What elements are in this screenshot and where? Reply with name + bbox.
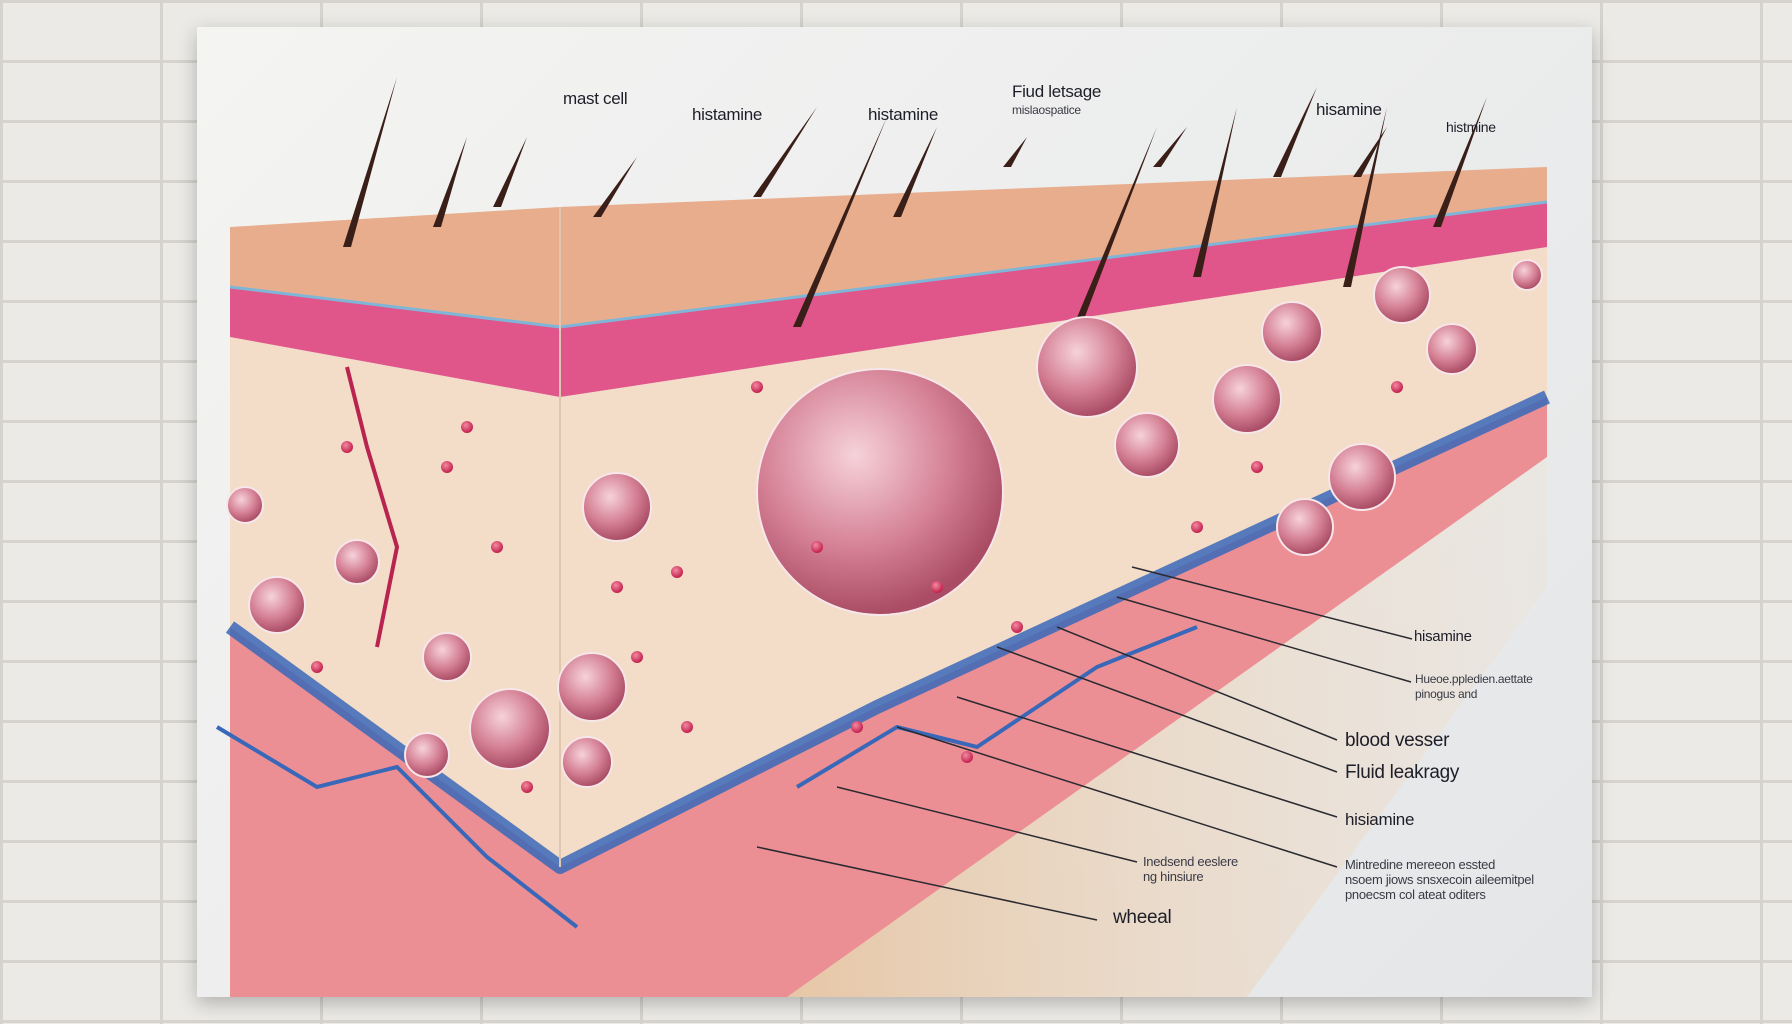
mast-cell-icon xyxy=(422,632,472,682)
hair-icon xyxy=(343,77,397,247)
red-blood-cell-icon xyxy=(671,566,683,578)
mast-cell-icon xyxy=(226,486,264,524)
hair-icon xyxy=(1193,107,1237,277)
label-histamine: histamine xyxy=(692,105,763,124)
red-blood-cell-icon xyxy=(521,781,533,793)
leader-line xyxy=(836,786,1138,863)
mast-cell-icon xyxy=(1036,316,1138,418)
red-blood-cell-icon xyxy=(461,421,473,433)
red-blood-cell-icon xyxy=(611,581,623,593)
mast-cell-icon xyxy=(561,736,613,788)
mast-cell-icon xyxy=(1426,323,1478,375)
red-blood-cell-icon xyxy=(1391,381,1403,393)
note-line: Mintredine mereeon essted xyxy=(1345,857,1496,872)
mast-cell-icon xyxy=(557,652,627,722)
red-vessel xyxy=(345,366,400,648)
hair-icon xyxy=(893,127,937,217)
mast-cell-icon xyxy=(1511,259,1543,291)
red-blood-cell-icon xyxy=(751,381,763,393)
hair-icon xyxy=(593,157,637,217)
mast-cell-icon xyxy=(1261,301,1323,363)
hairs-group xyxy=(343,77,1487,327)
leader-line xyxy=(1131,566,1413,640)
hair-icon xyxy=(1073,127,1157,327)
label-fluid-leakage: Fluid leakragy xyxy=(1345,762,1460,783)
mast-cell-icon xyxy=(404,732,450,778)
label-fluid-leakage-sub: mislaospatice xyxy=(1012,103,1081,117)
label-wheal: wheeal xyxy=(1113,907,1172,928)
mast-cell-icon xyxy=(1328,443,1396,511)
label-blood-vessel: blood vesser xyxy=(1345,730,1450,751)
leader-line xyxy=(956,696,1338,818)
red-blood-cell-icon xyxy=(441,461,453,473)
hair-icon xyxy=(433,137,467,227)
hair-icon xyxy=(793,117,887,327)
note-line: Inedsend eeslere xyxy=(1143,854,1238,869)
blood-vessel-branch xyxy=(215,725,579,929)
red-blood-cell-icon xyxy=(681,721,693,733)
hair-icon xyxy=(1343,107,1387,287)
leader-lines-group xyxy=(756,566,1413,921)
cells-group xyxy=(226,259,1543,793)
label-histamine: hisiamine xyxy=(1345,810,1415,829)
leader-line xyxy=(1116,596,1412,683)
red-blood-cell-icon xyxy=(1251,461,1263,473)
note-line: pinogus and xyxy=(1415,687,1478,701)
hair-icon xyxy=(493,137,527,207)
leader-line xyxy=(996,646,1338,773)
label-histamine: histamine xyxy=(868,105,939,124)
mast-cell-icon xyxy=(1276,498,1334,556)
mast-cell-icon xyxy=(756,368,1004,616)
hair-icon xyxy=(753,107,817,197)
note-line: nsoem jiows snsxecoin aileemitpel xyxy=(1345,872,1534,887)
mast-cell-icon xyxy=(248,576,306,634)
mast-cell-icon xyxy=(334,539,380,585)
red-blood-cell-icon xyxy=(311,661,323,673)
red-blood-cell-icon xyxy=(631,651,643,663)
label-fluid-leakage: Fiud letsage xyxy=(1012,82,1102,101)
hair-icon xyxy=(1153,127,1187,167)
hair-icon xyxy=(1003,137,1027,167)
mast-cell-icon xyxy=(582,472,652,542)
red-blood-cell-icon xyxy=(1191,521,1203,533)
red-blood-cell-icon xyxy=(491,541,503,553)
mast-cell-icon xyxy=(469,688,551,770)
note-line: ng hinsiure xyxy=(1143,869,1204,884)
red-blood-cell-icon xyxy=(931,581,943,593)
red-blood-cell-icon xyxy=(1011,621,1023,633)
red-blood-cell-icon xyxy=(811,541,823,553)
red-blood-cell-icon xyxy=(961,751,973,763)
label-mast-cell: mast cell xyxy=(563,89,628,108)
mast-cell-icon xyxy=(1114,412,1180,478)
label-histamine: hisamine xyxy=(1414,628,1472,645)
label-histamine: histmine xyxy=(1446,119,1496,135)
leader-line xyxy=(1056,626,1338,741)
blood-vessel-branch xyxy=(795,625,1198,789)
red-blood-cell-icon xyxy=(341,441,353,453)
label-histamine: hisamine xyxy=(1316,100,1382,119)
hair-icon xyxy=(1433,97,1487,227)
hair-icon xyxy=(1273,87,1317,177)
note-line: Hueoe.ppledien.aettate xyxy=(1415,672,1533,686)
mast-cell-icon xyxy=(1373,266,1431,324)
skin-anatomy-poster: mast cell histamine histamine Fiud letsa… xyxy=(197,27,1592,997)
mast-cell-icon xyxy=(1212,364,1282,434)
leader-line xyxy=(896,726,1338,868)
note-line: pnoecsm col ateat oditers xyxy=(1345,887,1486,902)
red-blood-cell-icon xyxy=(851,721,863,733)
skin-cross-section-illustration xyxy=(215,77,1550,997)
blood-vessel-boundary xyxy=(225,390,1550,874)
leader-line xyxy=(756,846,1098,921)
hair-icon xyxy=(1353,127,1387,177)
